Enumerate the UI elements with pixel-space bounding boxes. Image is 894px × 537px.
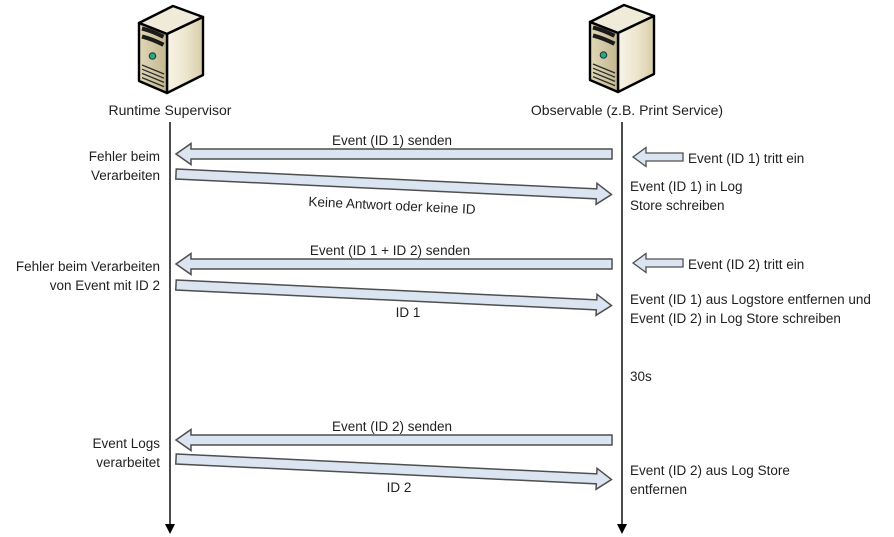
- seq1-left-note: Fehler beim Verarbeiten: [89, 147, 160, 185]
- seq2-trigger-label: Event (ID 2) tritt ein: [688, 257, 805, 272]
- server-icon: [139, 6, 203, 93]
- actor-label-observable: Observable (z.B. Print Service): [530, 102, 724, 118]
- timeout-label: 30s: [630, 369, 652, 384]
- seq3-left-note-line2: verarbeitet: [96, 455, 160, 470]
- seq1-send-label: Event (ID 1) senden: [331, 133, 453, 148]
- seq2-left-note: Fehler beim Verarbeiten von Event mit ID…: [16, 257, 160, 295]
- lifeline-left: [165, 122, 175, 534]
- seq2-right-note-line1: Event (ID 1) aus Logstore entfernen und: [630, 292, 871, 307]
- seq2-left-note-line2: von Event mit ID 2: [49, 278, 160, 293]
- seq2-right-note: Event (ID 1) aus Logstore entfernen und …: [630, 290, 871, 328]
- lifeline-right: [617, 122, 627, 534]
- seq3-right-note: Event (ID 2) aus Log Store entfernen: [630, 461, 790, 499]
- seq2-left-note-line1: Fehler beim Verarbeiten: [15, 259, 160, 274]
- server-icon: [590, 5, 654, 92]
- seq2-trigger-arrow: [632, 252, 684, 274]
- seq2-reply-label: ID 1: [395, 305, 421, 320]
- seq1-right-note-line2: Store schreiben: [630, 198, 725, 213]
- seq3-left-note-line1: Event Logs: [92, 436, 160, 451]
- seq1-right-note: Event (ID 1) in Log Store schreiben: [630, 177, 743, 215]
- seq1-trigger-label: Event (ID 1) tritt ein: [688, 151, 805, 166]
- seq3-right-note-line2: entfernen: [630, 482, 688, 497]
- seq1-left-note-line1: Fehler beim: [88, 149, 160, 164]
- seq2-right-note-line2: Event (ID 2) in Log Store schreiben: [630, 311, 841, 326]
- seq1-right-note-line1: Event (ID 1) in Log: [630, 179, 743, 194]
- actor-label-runtime-supervisor: Runtime Supervisor: [108, 102, 232, 118]
- seq2-reply-arrow: [174, 273, 613, 317]
- seq3-reply-label: ID 2: [386, 480, 412, 495]
- seq3-left-note: Event Logs verarbeitet: [92, 434, 160, 472]
- seq2-send-label: Event (ID 1 + ID 2) senden: [309, 243, 471, 258]
- seq1-left-note-line2: Verarbeiten: [90, 168, 160, 183]
- seq1-trigger-arrow: [632, 146, 684, 168]
- seq3-send-label: Event (ID 2) senden: [331, 419, 453, 434]
- seq3-right-note-line1: Event (ID 2) aus Log Store: [630, 463, 790, 478]
